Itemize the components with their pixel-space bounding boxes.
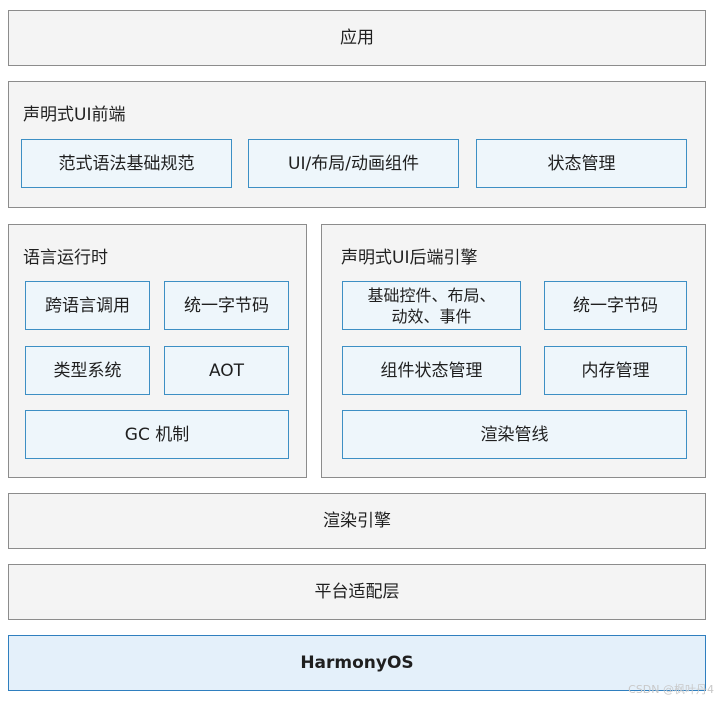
- basic-controls-layout-animation-events-label: 基础控件、布局、 动效、事件: [367, 285, 496, 326]
- memory-management-label: 内存管理: [581, 360, 650, 381]
- harmonyos-layer: HarmonyOS: [8, 635, 706, 691]
- render-pipeline-box: 渲染管线: [342, 410, 687, 459]
- language-runtime-title: 语言运行时: [23, 248, 108, 268]
- unified-bytecode-label: 统一字节码: [184, 295, 269, 316]
- render-pipeline-label: 渲染管线: [480, 424, 549, 445]
- paradigm-syntax-spec-box: 范式语法基础规范: [21, 139, 232, 188]
- aot-box: AOT: [164, 346, 289, 395]
- component-state-management-box: 组件状态管理: [342, 346, 521, 395]
- paradigm-syntax-spec-label: 范式语法基础规范: [58, 153, 195, 174]
- declarative-ui-frontend-layer: 声明式UI前端 范式语法基础规范 UI/布局/动画组件 状态管理: [8, 81, 706, 208]
- memory-management-box: 内存管理: [544, 346, 687, 395]
- ui-layout-animation-components-label: UI/布局/动画组件: [288, 153, 419, 174]
- app-layer: 应用: [8, 10, 706, 66]
- aot-label: AOT: [208, 360, 245, 381]
- harmonyos-label: HarmonyOS: [300, 653, 414, 673]
- gc-mechanism-label: GC 机制: [124, 424, 190, 445]
- declarative-ui-backend-engine-layer: 声明式UI后端引擎 基础控件、布局、 动效、事件 统一字节码 组件状态管理 内存…: [321, 224, 706, 478]
- state-management-box: 状态管理: [476, 139, 687, 188]
- unified-bytecode-box: 统一字节码: [164, 281, 289, 330]
- type-system-box: 类型系统: [25, 346, 150, 395]
- render-engine-layer: 渲染引擎: [8, 493, 706, 549]
- platform-adapter-layer: 平台适配层: [8, 564, 706, 620]
- state-management-label: 状态管理: [547, 153, 616, 174]
- basic-controls-layout-animation-events-box: 基础控件、布局、 动效、事件: [342, 281, 521, 330]
- render-engine-label: 渲染引擎: [323, 511, 391, 531]
- declarative-ui-frontend-title: 声明式UI前端: [23, 105, 126, 125]
- ui-layout-animation-components-box: UI/布局/动画组件: [248, 139, 459, 188]
- component-state-management-label: 组件状态管理: [380, 360, 483, 381]
- backend-unified-bytecode-label: 统一字节码: [573, 295, 658, 316]
- watermark: CSDN @枫叶丹4: [628, 683, 714, 696]
- gc-mechanism-box: GC 机制: [25, 410, 289, 459]
- backend-unified-bytecode-box: 统一字节码: [544, 281, 687, 330]
- type-system-label: 类型系统: [53, 360, 122, 381]
- cross-language-call-label: 跨语言调用: [45, 295, 130, 316]
- cross-language-call-box: 跨语言调用: [25, 281, 150, 330]
- platform-adapter-label: 平台适配层: [314, 582, 400, 602]
- language-runtime-layer: 语言运行时 跨语言调用 统一字节码 类型系统 AOT GC 机制: [8, 224, 307, 478]
- declarative-ui-backend-engine-title: 声明式UI后端引擎: [341, 248, 478, 268]
- app-layer-label: 应用: [340, 28, 374, 48]
